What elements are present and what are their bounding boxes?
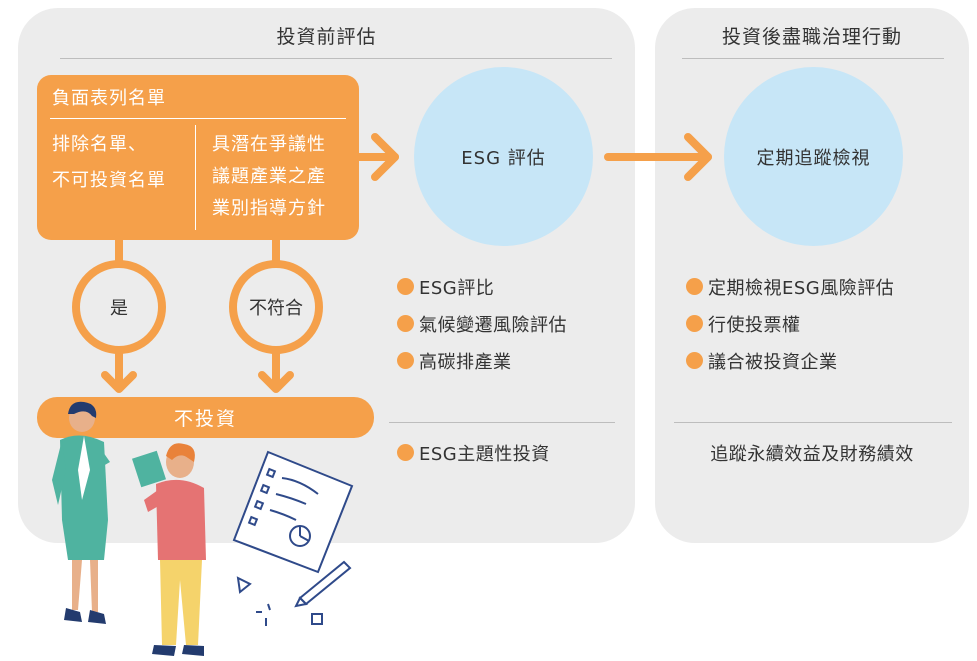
list-item: 定期檢視ESG風險評估 xyxy=(686,268,894,305)
document-icon xyxy=(232,450,354,574)
list-item-label: ESG評比 xyxy=(419,277,495,299)
theme-divider xyxy=(389,422,615,423)
list-item: 議合被投資企業 xyxy=(686,342,894,379)
arrow-yes-head xyxy=(101,371,137,393)
list-item-label: 高碳排產業 xyxy=(419,351,512,373)
pre-investment-title: 投資前評估 xyxy=(276,26,377,48)
confetti-shapes xyxy=(236,576,323,626)
esg-evaluation-circle: ESG 評估 xyxy=(414,67,593,246)
post-investment-divider xyxy=(682,58,944,59)
list-item-label: 行使投票權 xyxy=(708,314,801,336)
woman-figure xyxy=(52,401,110,624)
theme-bullet-list: ESG主題性投資 xyxy=(397,434,550,471)
list-item: 行使投票權 xyxy=(686,305,894,342)
negative-list-left-line-1: 排除名單、 xyxy=(52,134,147,155)
pen-icon xyxy=(294,560,352,608)
negative-list-title: 負面表列名單 xyxy=(52,88,166,109)
negative-list-right-line-2: 議題產業之產 xyxy=(212,166,326,187)
bullet-dot-icon xyxy=(686,352,703,369)
bullet-dot-icon xyxy=(397,278,414,295)
post-investment-title: 投資後盡職治理行動 xyxy=(721,26,902,48)
bullet-dot-icon xyxy=(397,315,414,332)
post-investment-footer: 追蹤永續效益及財務績效 xyxy=(710,444,914,465)
list-item: 氣候變遷風險評估 xyxy=(397,305,567,342)
man-figure xyxy=(132,443,206,656)
esg-evaluation-label: ESG 評估 xyxy=(461,147,546,169)
negative-list-divider xyxy=(50,118,346,119)
post-investment-bullet-list: 定期檢視ESG風險評估 行使投票權 議合被投資企業 xyxy=(686,268,894,379)
periodic-review-circle: 定期追蹤檢視 xyxy=(724,67,903,246)
arrow-no-head xyxy=(258,371,294,393)
no-match-label: 不符合 xyxy=(249,298,303,319)
pre-investment-divider xyxy=(60,58,612,59)
no-match-circle: 不符合 xyxy=(229,260,323,354)
list-item-label: 定期檢視ESG風險評估 xyxy=(708,277,895,299)
negative-list-right-line-3: 業別指導方針 xyxy=(212,198,326,219)
list-item: ESG主題性投資 xyxy=(397,434,550,471)
negative-list-left-line-2: 不可投資名單 xyxy=(52,170,166,191)
list-item: 高碳排產業 xyxy=(397,342,567,379)
list-item-label: 氣候變遷風險評估 xyxy=(419,314,567,336)
list-item-label: 議合被投資企業 xyxy=(708,351,838,373)
yes-label: 是 xyxy=(110,298,128,319)
periodic-review-label: 定期追蹤檢視 xyxy=(756,147,871,169)
bullet-dot-icon xyxy=(686,315,703,332)
negative-list-vdivider xyxy=(195,125,196,230)
arrow-to-followup-head xyxy=(684,133,712,181)
list-item-label: ESG主題性投資 xyxy=(419,443,550,465)
list-item: ESG評比 xyxy=(397,268,567,305)
arrow-to-esg-head xyxy=(371,133,399,181)
bullet-dot-icon xyxy=(686,278,703,295)
yes-circle: 是 xyxy=(72,260,166,354)
pre-investment-bullet-list: ESG評比 氣候變遷風險評估 高碳排產業 xyxy=(397,268,567,379)
post-footer-divider xyxy=(674,422,952,423)
negative-list-right-line-1: 具潛在爭議性 xyxy=(212,134,326,155)
no-invest-label: 不投資 xyxy=(173,408,237,430)
bullet-dot-icon xyxy=(397,352,414,369)
negative-list-box xyxy=(37,75,359,240)
bullet-dot-icon xyxy=(397,444,414,461)
